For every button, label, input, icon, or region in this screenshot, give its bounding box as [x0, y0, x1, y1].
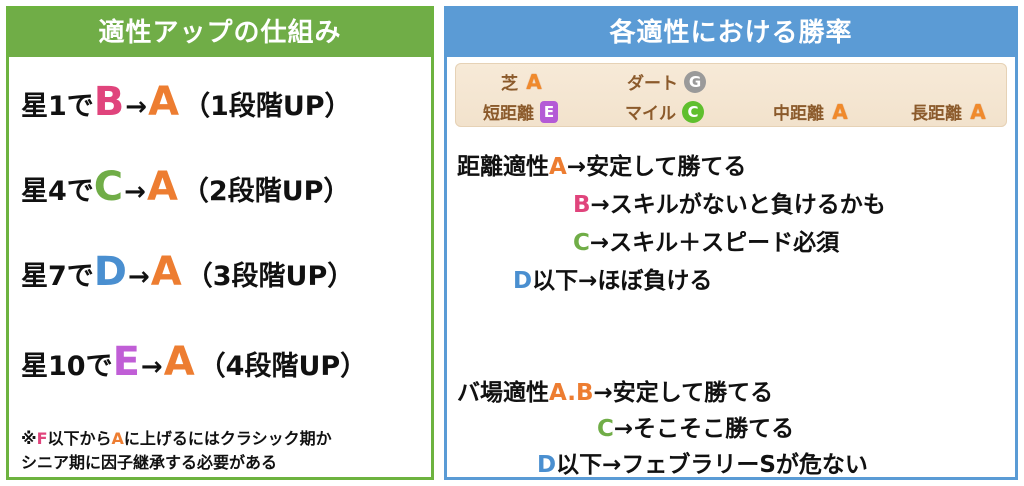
upgrade-row-4: 星10で E → A （4段階UP） — [21, 339, 367, 385]
aptitude-label: ダート — [627, 74, 678, 94]
aptitude-label: マイル — [625, 104, 676, 124]
aptitude-label: 中距離 — [773, 104, 824, 124]
from-grade: E — [112, 339, 140, 385]
note-line-1: ※F以下からAに上げるにはクラシック期か — [21, 427, 332, 451]
grade-icon: C — [682, 100, 704, 123]
row-suffix: （2段階UP） — [181, 176, 351, 207]
to-grade: A — [148, 79, 180, 125]
note-line-2: シニア期に因子継承する必要がある — [21, 453, 278, 472]
aptitude-strip: 芝 A ダート G 短距離 E マイル C 中距離 A 長距離 A — [455, 63, 1007, 127]
grade-a: A — [549, 154, 567, 180]
from-grade: D — [93, 249, 127, 295]
aptitude-upgrade-panel: 適性アップの仕組み 星1で B → A （1段階UP） 星4で C → A （2… — [6, 6, 434, 480]
track-label: バ場適性 — [457, 380, 549, 406]
panel-title: 各適性における勝率 — [447, 9, 1015, 57]
grade-c: C — [597, 416, 614, 442]
aptitude-mile: マイル C — [625, 99, 704, 124]
to-grade: A — [163, 339, 195, 385]
row-prefix: 星1で — [21, 91, 94, 122]
distance-line-b: B→スキルがないと負けるかも — [573, 185, 886, 219]
distance-d-text: 以下→ほぼ負ける — [532, 268, 713, 294]
grade-icon: A — [526, 69, 542, 94]
upgrade-row-2: 星4で C → A （2段階UP） — [21, 164, 350, 210]
track-c-text: →そこそこ勝てる — [613, 416, 795, 442]
grade-c: C — [573, 230, 590, 256]
win-rate-panel: 各適性における勝率 芝 A ダート G 短距離 E マイル C 中距離 A 長距… — [444, 6, 1018, 480]
upgrade-row-1: 星1で B → A （1段階UP） — [21, 79, 352, 125]
note-grade-a: A — [111, 429, 124, 448]
grade-d: D — [537, 452, 557, 478]
from-grade: B — [93, 79, 125, 125]
note-part-1: 以下から — [47, 429, 112, 448]
panel-title: 適性アップの仕組み — [9, 9, 431, 57]
aptitude-short: 短距離 E — [483, 99, 558, 124]
aptitude-turf: 芝 A — [501, 69, 544, 95]
distance-a-text: →安定して勝てる — [566, 154, 747, 180]
track-line-c: C→そこそこ勝てる — [597, 409, 794, 443]
distance-b-text: →スキルがないと負けるかも — [590, 192, 886, 218]
grade-b: B — [573, 192, 591, 218]
from-grade: C — [93, 164, 124, 210]
grade-icon: E — [540, 100, 558, 123]
aptitude-middle: 中距離 A — [773, 99, 850, 125]
row-prefix: 星4で — [21, 176, 94, 207]
distance-line-d: D以下→ほぼ負ける — [513, 261, 712, 295]
distance-c-text: →スキル＋スピード必須 — [589, 230, 840, 256]
arrow: → — [125, 92, 148, 122]
row-prefix: 星10で — [21, 351, 113, 382]
distance-line-c: C→スキル＋スピード必須 — [573, 223, 839, 257]
track-line-d: D以下→フェブラリーSが危ない — [537, 445, 868, 479]
track-d-text: 以下→フェブラリーSが危ない — [556, 452, 868, 478]
aptitude-label: 芝 — [501, 74, 518, 94]
note-part-2: に上げるにはクラシック期か — [123, 429, 332, 448]
grade-icon: G — [684, 70, 706, 93]
aptitude-long: 長距離 A — [911, 99, 988, 125]
to-grade: A — [150, 249, 182, 295]
upgrade-row-3: 星7で D → A （3段階UP） — [21, 249, 354, 295]
arrow: → — [128, 262, 150, 292]
aptitude-dirt: ダート G — [627, 69, 706, 94]
grade-icon: A — [832, 99, 848, 124]
note-text: ※F以下からAに上げるにはクラシック期か シニア期に因子継承する必要がある — [21, 427, 332, 475]
row-prefix: 星7で — [21, 261, 94, 292]
row-suffix: （4段階UP） — [198, 351, 368, 382]
to-grade: A — [146, 164, 178, 210]
aptitude-label: 長距離 — [911, 104, 962, 124]
distance-label: 距離適性 — [457, 154, 549, 180]
arrow: → — [124, 177, 146, 207]
aptitude-label: 短距離 — [483, 104, 534, 124]
grade-d: D — [513, 268, 533, 294]
grade-ab: A.B — [549, 380, 594, 406]
track-line-ab: バ場適性A.B→安定して勝てる — [457, 373, 773, 407]
note-mark: ※ — [21, 429, 37, 448]
track-ab-text: →安定して勝てる — [593, 380, 774, 406]
grade-icon: A — [970, 99, 986, 124]
note-grade-f: F — [36, 429, 48, 448]
distance-line-a: 距離適性A→安定して勝てる — [457, 147, 746, 181]
arrow: → — [140, 352, 163, 382]
row-suffix: （3段階UP） — [185, 261, 355, 292]
row-suffix: （1段階UP） — [183, 91, 352, 122]
